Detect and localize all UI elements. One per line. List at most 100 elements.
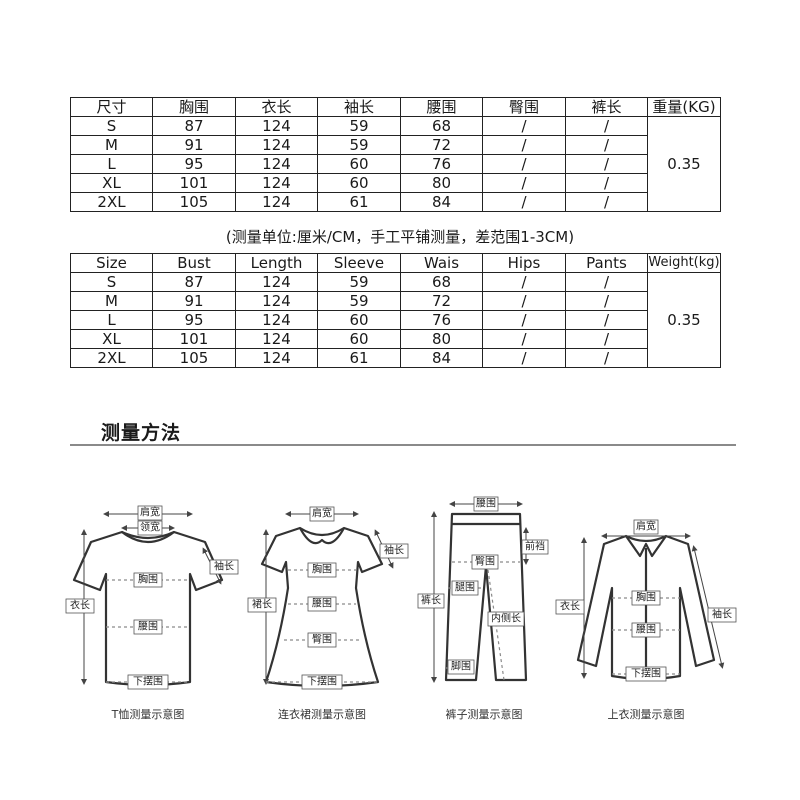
tshirt-hem-label: 下摆围 <box>133 675 163 688</box>
cell: 124 <box>235 348 318 368</box>
cell: 124 <box>235 192 318 212</box>
cell: 101 <box>152 173 236 193</box>
cell: / <box>565 291 648 311</box>
cell: 60 <box>317 173 401 193</box>
header-bust: 胸围 <box>152 97 236 117</box>
pants-length-label: 裤长 <box>421 594 441 607</box>
pants-hip-label: 臀围 <box>475 556 495 568</box>
table-row: L 95 124 60 76 / / <box>70 154 721 174</box>
table-row: XL 101 124 60 80 / / <box>70 173 721 193</box>
pants-diagram: 腰围 前裆 臀围 腿围 裤长 内侧长 脚围 裤子测量示意图 <box>417 496 549 721</box>
cell: 91 <box>152 291 236 311</box>
cell: / <box>482 154 566 174</box>
header-hips: Hips <box>482 253 566 273</box>
cell: 124 <box>235 154 318 174</box>
cell: 2XL <box>70 348 153 368</box>
cell: L <box>70 154 153 174</box>
cell: 124 <box>235 310 318 330</box>
table-row: S 87 124 59 68 / / 0.35 <box>70 116 721 212</box>
header-waist: Wais <box>400 253 483 273</box>
cell: 87 <box>152 272 236 292</box>
cell: 124 <box>235 116 318 136</box>
cell: / <box>565 135 648 155</box>
tshirt-length-label: 衣长 <box>70 599 90 612</box>
cell: / <box>482 173 566 193</box>
cell: 84 <box>400 192 483 212</box>
shirt-length-label: 衣长 <box>560 600 580 613</box>
tshirt-collar-label: 领宽 <box>140 521 160 534</box>
tshirt-outline <box>72 530 224 687</box>
cell: / <box>565 272 648 292</box>
dress-length-label: 裙长 <box>252 598 272 611</box>
dress-hem-label: 下摆围 <box>307 675 337 688</box>
header-size: 尺寸 <box>70 97 153 117</box>
shirt-caption: 上衣测量示意图 <box>608 707 685 721</box>
header-sleeve: Sleeve <box>317 253 401 273</box>
table-row: XL 101 124 60 80 / / <box>70 329 721 349</box>
cell: 84 <box>400 348 483 368</box>
cell: / <box>482 135 566 155</box>
section-divider <box>70 444 736 446</box>
cell: 68 <box>400 272 483 292</box>
cell: 80 <box>400 173 483 193</box>
cell: 124 <box>235 291 318 311</box>
shirt-hem-label: 下摆围 <box>631 667 661 680</box>
cell: / <box>565 173 648 193</box>
cell: / <box>482 116 566 136</box>
dress-shoulder-label: 肩宽 <box>312 507 332 520</box>
table-row: M 91 124 59 72 / / <box>70 291 721 311</box>
pants-outline <box>444 512 528 682</box>
table-row: M 91 124 59 72 / / <box>70 135 721 155</box>
cell: / <box>565 192 648 212</box>
cell: 124 <box>235 272 318 292</box>
tshirt-shoulder-label: 肩宽 <box>140 506 160 519</box>
table-header-row: Size Bust Length Sleeve Wais Hips Pants … <box>70 253 721 273</box>
cell: M <box>70 135 153 155</box>
cell: 87 <box>152 116 236 136</box>
cell: / <box>482 310 566 330</box>
cell: 105 <box>152 348 236 368</box>
header-bust: Bust <box>152 253 236 273</box>
dress-waist-label: 腰围 <box>312 598 332 610</box>
header-sleeve: 袖长 <box>317 97 401 117</box>
cell: 59 <box>317 116 401 136</box>
header-pants: 裤长 <box>565 97 648 117</box>
cell: / <box>565 329 648 349</box>
pants-thigh-label: 腿围 <box>455 582 475 594</box>
cell: 105 <box>152 192 236 212</box>
tshirt-diagram: 肩宽 领宽 袖长 衣长 胸围 腰围 下摆围 T恤测量示意图 <box>65 506 239 721</box>
header-size: Size <box>70 253 153 273</box>
cell: 60 <box>317 329 401 349</box>
section-title: 测量方法 <box>101 422 182 444</box>
shirt-shoulder-label: 肩宽 <box>636 520 656 533</box>
cell: XL <box>70 173 153 193</box>
cell: / <box>482 272 566 292</box>
cell: / <box>482 291 566 311</box>
pants-leg-opening-label: 脚围 <box>451 660 471 673</box>
dress-chest-label: 胸围 <box>312 563 332 576</box>
shirt-chest-label: 胸围 <box>636 591 656 604</box>
cell: 101 <box>152 329 236 349</box>
table-row: L 95 124 60 76 / / <box>70 310 721 330</box>
cell: 124 <box>235 135 318 155</box>
measurement-note: (测量单位:厘米/CM，手工平铺测量，差范围1-3CM) <box>225 228 575 246</box>
cell: / <box>565 116 648 136</box>
table-row: S 87 124 59 68 / / 0.35 <box>70 272 721 368</box>
dress-sleeve-label: 袖长 <box>384 544 404 557</box>
pants-caption: 裤子测量示意图 <box>446 707 523 721</box>
tshirt-chest-label: 胸围 <box>138 573 158 586</box>
pants-waist-label: 腰围 <box>476 498 496 510</box>
cell: / <box>565 310 648 330</box>
cell: 80 <box>400 329 483 349</box>
header-length: 衣长 <box>235 97 318 117</box>
cell: 68 <box>400 116 483 136</box>
header-weight: Weight(kg) <box>647 253 721 273</box>
measurement-diagrams: 肩宽 领宽 袖长 衣长 胸围 腰围 下摆围 T恤测量示意图 肩宽 袖长 胸围 腰… <box>65 496 737 721</box>
cell: 59 <box>317 272 401 292</box>
cell: L <box>70 310 153 330</box>
header-length: Length <box>235 253 318 273</box>
tshirt-caption: T恤测量示意图 <box>111 707 185 721</box>
cell: 76 <box>400 154 483 174</box>
pants-inseam-label: 内侧长 <box>491 612 521 625</box>
cell: / <box>482 192 566 212</box>
